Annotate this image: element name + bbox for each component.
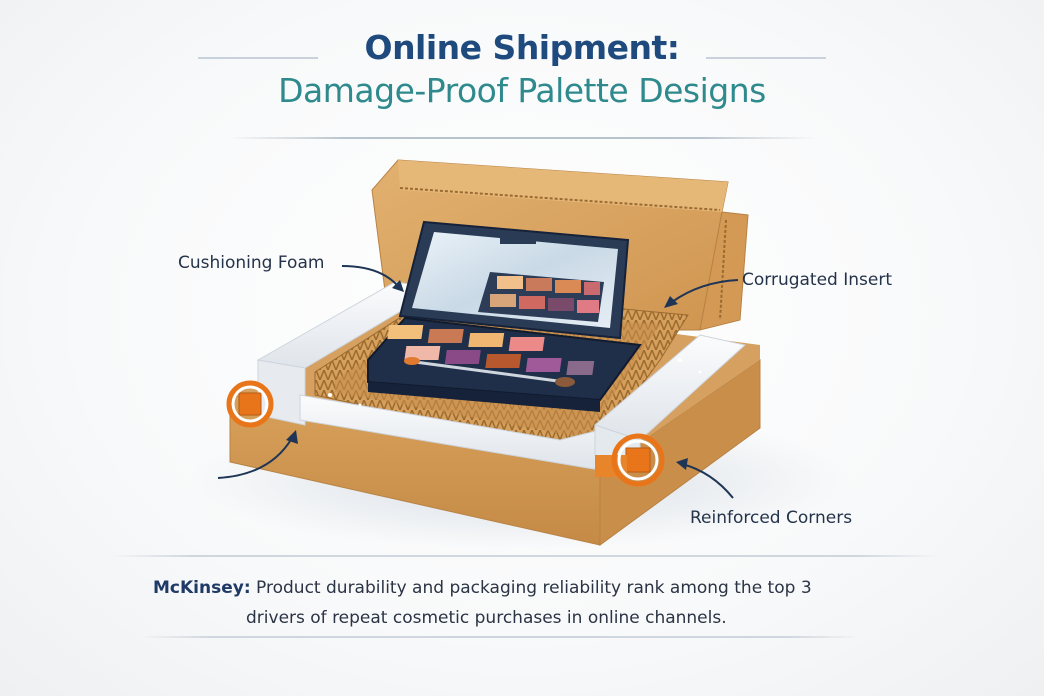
palette-base bbox=[367, 316, 642, 412]
page-title: Online Shipment: bbox=[364, 28, 680, 67]
title-underline bbox=[228, 137, 816, 139]
reinforced-corner-left bbox=[226, 380, 274, 428]
title-rule-left bbox=[198, 57, 318, 59]
callout-cushioning-foam: Cushioning Foam bbox=[178, 253, 325, 273]
footer-quote: McKinsey: Product durability and packagi… bbox=[153, 573, 913, 633]
title-block: Online Shipment: Damage-Proof Palette De… bbox=[0, 28, 1044, 110]
reinforced-corner-right bbox=[595, 433, 665, 487]
palette-mirror-lid bbox=[398, 220, 630, 340]
footer-text-line1: Product durability and packaging reliabi… bbox=[256, 578, 812, 598]
footer-source: McKinsey: bbox=[153, 578, 251, 598]
callout-arrows bbox=[217, 265, 739, 499]
page-subtitle: Damage-Proof Palette Designs bbox=[278, 71, 766, 110]
footer-rule-top bbox=[110, 555, 940, 557]
title-rule-right bbox=[706, 57, 826, 59]
callout-corrugated-insert: Corrugated Insert bbox=[742, 270, 893, 290]
footer-rule-bottom bbox=[140, 636, 860, 638]
footer-text-line2: drivers of repeat cosmetic purchases in … bbox=[246, 608, 727, 628]
callout-reinforced-corners: Reinforced Corners bbox=[690, 508, 853, 528]
